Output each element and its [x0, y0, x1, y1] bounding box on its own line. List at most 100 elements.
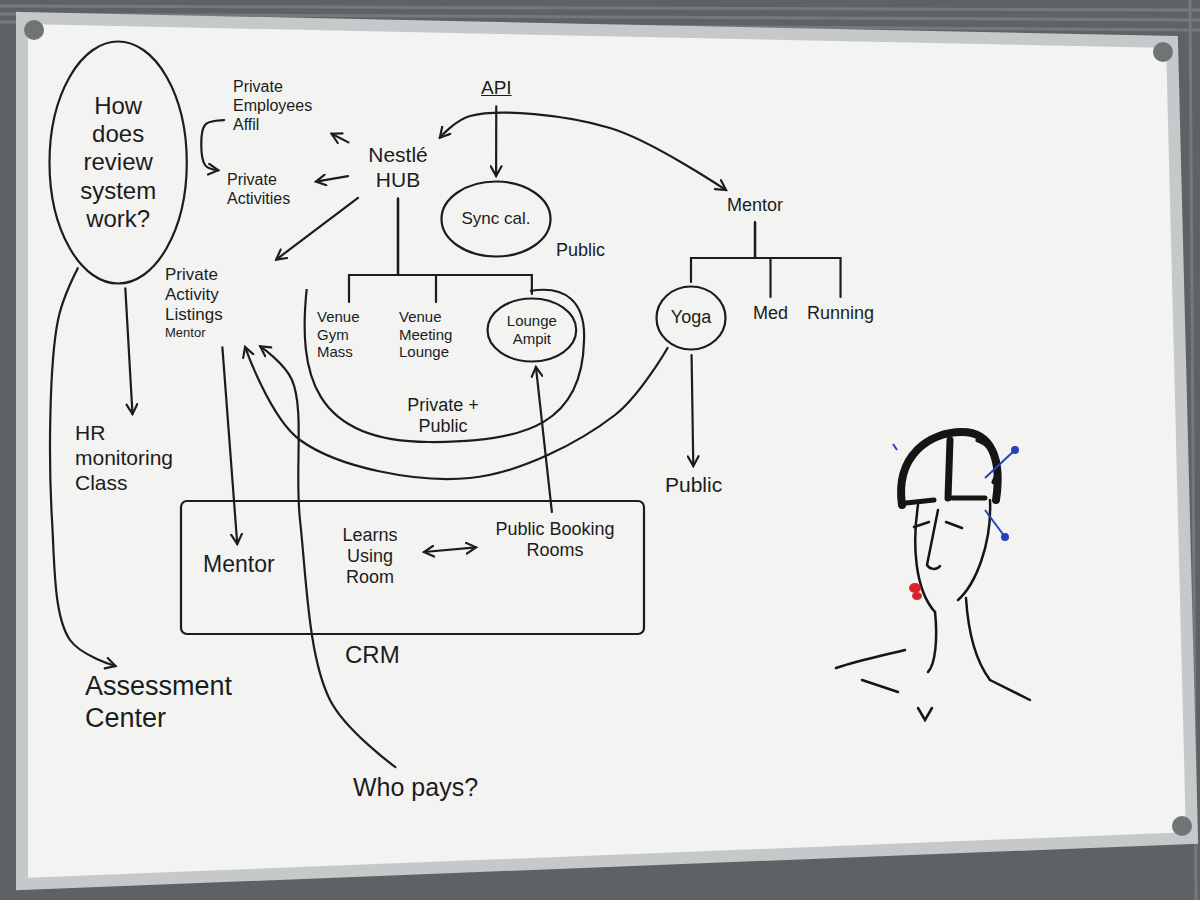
circle-outline — [50, 42, 187, 284]
connector — [316, 176, 348, 181]
connector — [755, 222, 841, 297]
board-corner — [24, 20, 44, 40]
connector — [332, 134, 349, 143]
hair-pins — [893, 444, 1018, 540]
crm-box: CRM Mentor Learns Using Room Public Booking… — [180, 500, 645, 673]
connector — [276, 198, 358, 260]
hair-pin — [985, 510, 1005, 537]
fringe — [952, 496, 985, 501]
grouping-curve: Private + Public Venue Gym Mass Venue Meet… — [298, 285, 588, 445]
handwritten-note: Public — [660, 470, 727, 501]
hair-band — [901, 432, 998, 505]
node-text: Public Booking Rooms — [485, 519, 625, 561]
connector — [692, 355, 694, 466]
handwritten-note: Med — [748, 300, 793, 327]
handwritten-note: Private Employees Affil — [228, 75, 328, 138]
node-text: Private Employees Affil — [233, 78, 323, 135]
connector — [398, 199, 436, 302]
shoulder — [990, 680, 1030, 700]
eye — [914, 522, 929, 527]
node-text: How does review system work? — [68, 92, 169, 234]
node-text: Nestlé HUB — [357, 143, 439, 193]
neck — [928, 612, 936, 672]
free-label: Public — [556, 240, 605, 261]
circled-note: Lounge Ampit — [486, 297, 578, 363]
lips — [909, 583, 921, 593]
handwritten-note: Private Activity ListingsMentor — [160, 262, 278, 343]
lips — [912, 592, 922, 600]
handwritten-note: Venue Meeting Lounge — [394, 305, 478, 364]
neck — [966, 598, 990, 680]
text-holder: Sync cal. — [462, 209, 531, 229]
free-label-holder: Public — [556, 240, 605, 261]
node-subtext: Mentor — [165, 325, 273, 340]
box-outline — [181, 501, 644, 634]
handwritten-note: HR monitoring Class — [70, 418, 200, 498]
node-text: API — [481, 77, 512, 99]
node-text: Med — [753, 303, 788, 324]
handwritten-note: Public Booking Rooms — [480, 516, 630, 564]
handwritten-note: Running — [802, 300, 879, 327]
connector — [536, 367, 552, 512]
handwritten-note: Assessment Center — [80, 668, 280, 738]
node-text: Learns Using Room — [325, 525, 415, 589]
node-text: Who pays? — [353, 773, 478, 803]
node-text: Venue Gym Mass — [317, 308, 381, 361]
text-holder: Yoga — [671, 307, 711, 328]
handwritten-note: Who pays? — [348, 770, 483, 806]
text-holder: Lounge Ampit — [499, 312, 565, 347]
handwritten-note: API — [476, 74, 517, 102]
text-holder: CRM — [345, 641, 400, 669]
node-text: Public — [665, 473, 722, 498]
pin-head — [1012, 447, 1018, 453]
hair-part — [948, 440, 950, 498]
face-outline — [958, 500, 990, 600]
eye — [946, 522, 962, 528]
handwritten-note: Venue Gym Mass — [312, 305, 386, 364]
circled-note: Yoga — [655, 285, 727, 351]
grouping-outline — [305, 289, 585, 442]
fringe — [906, 500, 934, 503]
node-text: Running — [807, 303, 874, 324]
connector — [125, 288, 132, 414]
handwritten-note: Learns Using Room — [320, 522, 420, 592]
connector — [691, 222, 755, 282]
node-text: Private + Public — [393, 395, 493, 437]
connector — [222, 347, 237, 544]
board-corner — [1153, 42, 1173, 62]
circled-note: Sync cal. — [440, 180, 552, 258]
blind-slat — [0, 6, 1200, 10]
pin-head — [1002, 534, 1008, 540]
node-text: Mentor — [727, 195, 783, 216]
text-holder: Private + Public — [393, 395, 493, 437]
connector — [495, 106, 497, 176]
handwritten-note: Mentor — [722, 192, 788, 219]
node-text: Assessment Center — [85, 671, 275, 735]
collar — [862, 680, 898, 692]
circle-outline — [442, 182, 551, 257]
handwritten-note: Mentor — [198, 548, 280, 581]
connector — [755, 222, 770, 297]
whiteboard — [22, 18, 1192, 884]
circled-note: How does review system work? — [48, 40, 188, 285]
connector — [201, 120, 224, 170]
node-text: Private Activities — [227, 171, 307, 209]
collar — [918, 708, 932, 720]
face-drawing — [836, 432, 1030, 720]
node-text: Yoga — [671, 307, 711, 328]
connectors — [50, 106, 841, 767]
connector — [349, 199, 398, 302]
handwritten-note: Nestlé HUB — [352, 140, 444, 196]
node-text: Mentor — [203, 551, 275, 578]
node-text: Sync cal. — [462, 209, 531, 229]
node-text: Venue Meeting Lounge — [399, 308, 473, 361]
connector — [424, 547, 476, 552]
node-text: HR monitoring Class — [75, 421, 195, 495]
board-corner — [1172, 816, 1192, 836]
node-text: CRM — [345, 641, 400, 669]
